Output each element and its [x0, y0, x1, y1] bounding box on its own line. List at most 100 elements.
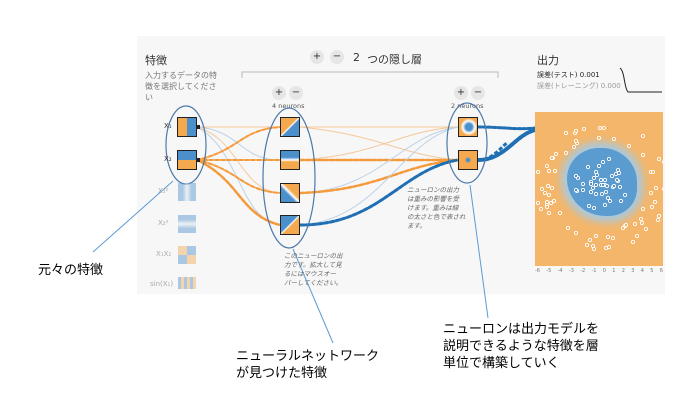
output-title: 出力	[537, 54, 559, 67]
data-point	[590, 243, 595, 248]
layer1-neuron-count: 4 neurons	[272, 102, 305, 110]
layer2-remove-neuron-button[interactable]: −	[471, 86, 485, 100]
data-point	[564, 131, 569, 136]
neuron-hover-tooltip: このニューロンの出 力です。拡大して見 るにはマウスオー バーしてください。	[284, 252, 343, 287]
data-point	[607, 244, 612, 249]
data-point	[635, 233, 640, 238]
feature-x2-label: X₂	[164, 155, 172, 163]
feature-x2-thumbnail[interactable]	[177, 150, 197, 170]
annotation-original-features: 元々の特徴	[38, 263, 104, 278]
data-point	[538, 207, 543, 212]
layer1-neuron-3[interactable]	[280, 183, 300, 203]
annotation-neuron-build: ニューロンは出力モデルを 説明できるような特徴を層 単位で構築していく	[443, 322, 600, 371]
data-point	[554, 151, 559, 156]
data-point	[547, 211, 552, 216]
data-point	[652, 199, 657, 204]
data-point	[622, 193, 627, 198]
feature-x2-squared-thumbnail[interactable]	[178, 215, 196, 233]
data-point	[606, 157, 611, 162]
data-point	[598, 126, 602, 131]
feature-x1-squared-label: X₁²	[158, 187, 169, 195]
data-point	[657, 156, 662, 161]
layer1-neuron-2[interactable]	[280, 150, 300, 170]
data-point	[604, 189, 609, 194]
feature-x1-connector	[196, 125, 200, 129]
data-point	[539, 187, 544, 192]
data-point	[585, 243, 590, 248]
layers-bracket	[241, 71, 499, 78]
output-heatmap[interactable]	[535, 112, 663, 266]
data-point	[588, 237, 593, 242]
layer1-neuron-4[interactable]	[280, 215, 300, 235]
data-point	[602, 126, 607, 131]
data-point	[631, 240, 636, 245]
data-point	[611, 137, 616, 142]
data-point	[601, 160, 606, 165]
data-point	[563, 150, 568, 155]
data-point	[581, 182, 586, 187]
data-point	[594, 182, 598, 187]
remove-layer-button[interactable]: −	[330, 50, 344, 64]
data-point	[656, 218, 661, 223]
features-description: 入力するデータの特 徴を選択してくださ い	[145, 71, 217, 102]
data-point	[641, 134, 646, 139]
data-point	[644, 226, 649, 231]
layer2-neuron-count: 2 neurons	[451, 102, 484, 110]
feature-x1-thumbnail[interactable]	[177, 117, 197, 137]
layer2-neuron-2[interactable]	[458, 150, 478, 170]
data-point	[654, 186, 659, 191]
data-point	[592, 175, 596, 180]
data-point	[611, 184, 616, 189]
data-point	[557, 211, 562, 216]
data-point	[582, 127, 587, 132]
layer1-remove-neuron-button[interactable]: −	[289, 86, 303, 100]
hidden-layer-label: つの隠し層	[367, 53, 422, 66]
classification-region	[567, 148, 637, 216]
data-point	[573, 187, 578, 192]
feature-sinx1-label: sin(X₁)	[150, 280, 174, 288]
add-layer-button[interactable]: +	[310, 50, 324, 64]
layer2-neuron-1[interactable]	[458, 117, 478, 137]
data-point	[661, 160, 663, 165]
data-point	[589, 190, 594, 195]
data-point	[544, 200, 549, 205]
data-point	[649, 204, 654, 209]
data-point	[545, 163, 550, 168]
feature-x1x2-thumbnail[interactable]	[178, 246, 196, 264]
data-point	[549, 185, 554, 190]
annotation-network-features: ニューラルネットワーク が見つけた特徴	[236, 349, 380, 381]
data-point	[549, 200, 554, 205]
data-point	[638, 217, 643, 222]
data-point	[619, 199, 624, 204]
data-point	[617, 185, 622, 190]
data-point	[609, 174, 614, 179]
data-point	[588, 181, 593, 186]
data-point	[608, 198, 613, 203]
data-point	[613, 172, 618, 177]
data-point	[587, 204, 592, 209]
train-loss-value: 0.000	[600, 82, 621, 90]
feature-x2-squared-label: X₂²	[158, 219, 169, 227]
layer1-neuron-1[interactable]	[280, 117, 300, 137]
data-point	[574, 174, 579, 179]
feature-x1-squared-thumbnail[interactable]	[178, 183, 196, 201]
data-point	[657, 214, 662, 219]
data-point	[571, 144, 576, 149]
data-point	[536, 200, 540, 205]
feature-x1x2-label: X₁X₂	[156, 250, 172, 258]
data-point	[649, 191, 654, 196]
layer1-add-neuron-button[interactable]: +	[272, 86, 286, 100]
data-point	[574, 129, 579, 134]
data-point	[551, 198, 556, 203]
data-point	[573, 139, 578, 144]
feature-sinx1-thumbnail[interactable]	[178, 277, 196, 289]
data-point	[599, 191, 604, 196]
data-point	[662, 187, 663, 192]
data-point	[611, 235, 616, 240]
data-point	[623, 223, 628, 228]
data-point	[566, 225, 571, 230]
test-loss-value: 0.001	[579, 71, 600, 79]
layer2-add-neuron-button[interactable]: +	[454, 86, 468, 100]
